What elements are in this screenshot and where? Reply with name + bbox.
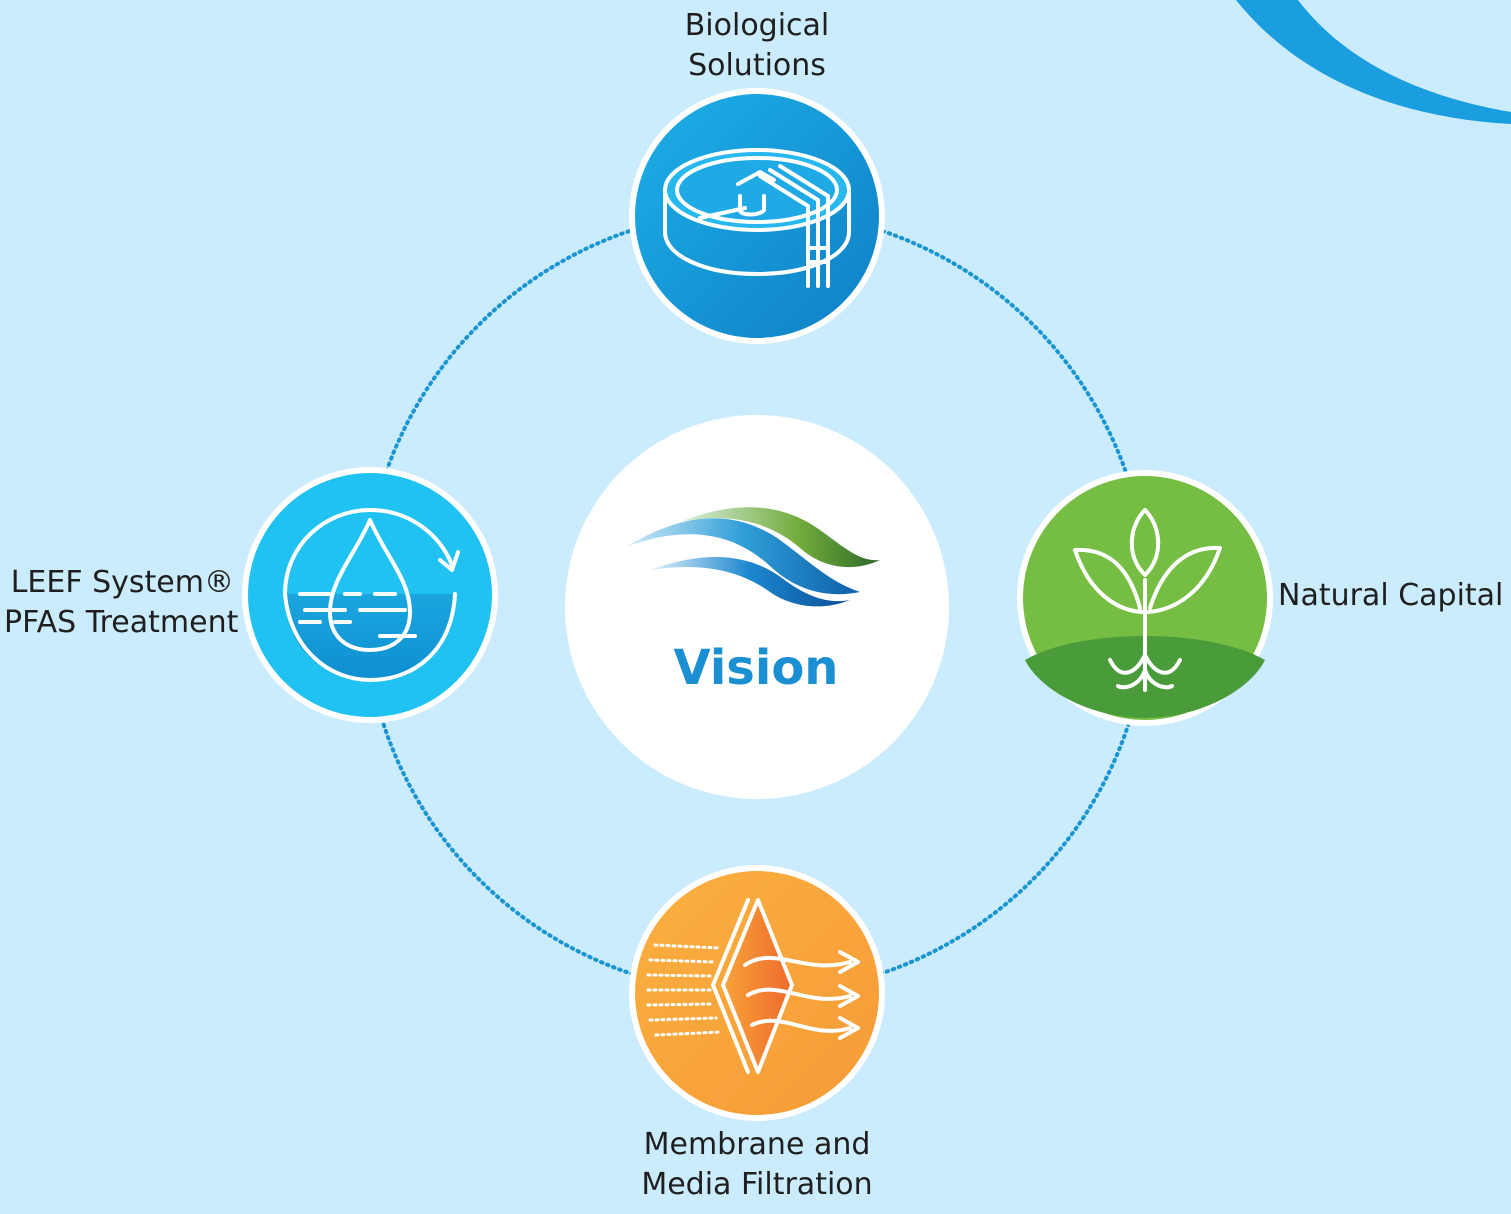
node-biological-solutions: [629, 88, 885, 344]
membrane-filter-icon: [646, 898, 860, 1074]
water-drop-cycle-icon: [283, 508, 460, 682]
center-title: Vision: [673, 640, 839, 696]
label-membrane-filtration: Membrane and Media Filtration: [617, 1125, 897, 1205]
plant-sprout-icon: [1073, 508, 1222, 692]
label-line-1: LEEF System®: [10, 565, 234, 600]
node-natural-capital: [1017, 470, 1273, 726]
label-natural-capital: Natural Capital: [1278, 576, 1503, 616]
label-biological-solutions: Biological Solutions: [657, 6, 857, 86]
corner-swoosh-decoration: [1236, 0, 1511, 124]
label-line-1: Membrane and: [643, 1127, 871, 1162]
label-line-2: PFAS Treatment: [4, 605, 239, 640]
wave-logo-icon: [628, 507, 880, 607]
node-membrane-filtration: [629, 865, 885, 1121]
vision-hub: [565, 415, 949, 799]
label-line-1: Biological: [684, 8, 830, 43]
label-line-2: Solutions: [688, 48, 826, 83]
label-line-2: Media Filtration: [641, 1167, 873, 1202]
label-line-1: Natural Capital: [1278, 578, 1504, 613]
clarifier-tank-icon: [663, 148, 851, 288]
label-leef-pfas: LEEF System® PFAS Treatment: [4, 563, 239, 643]
node-leef-pfas: [242, 467, 498, 723]
